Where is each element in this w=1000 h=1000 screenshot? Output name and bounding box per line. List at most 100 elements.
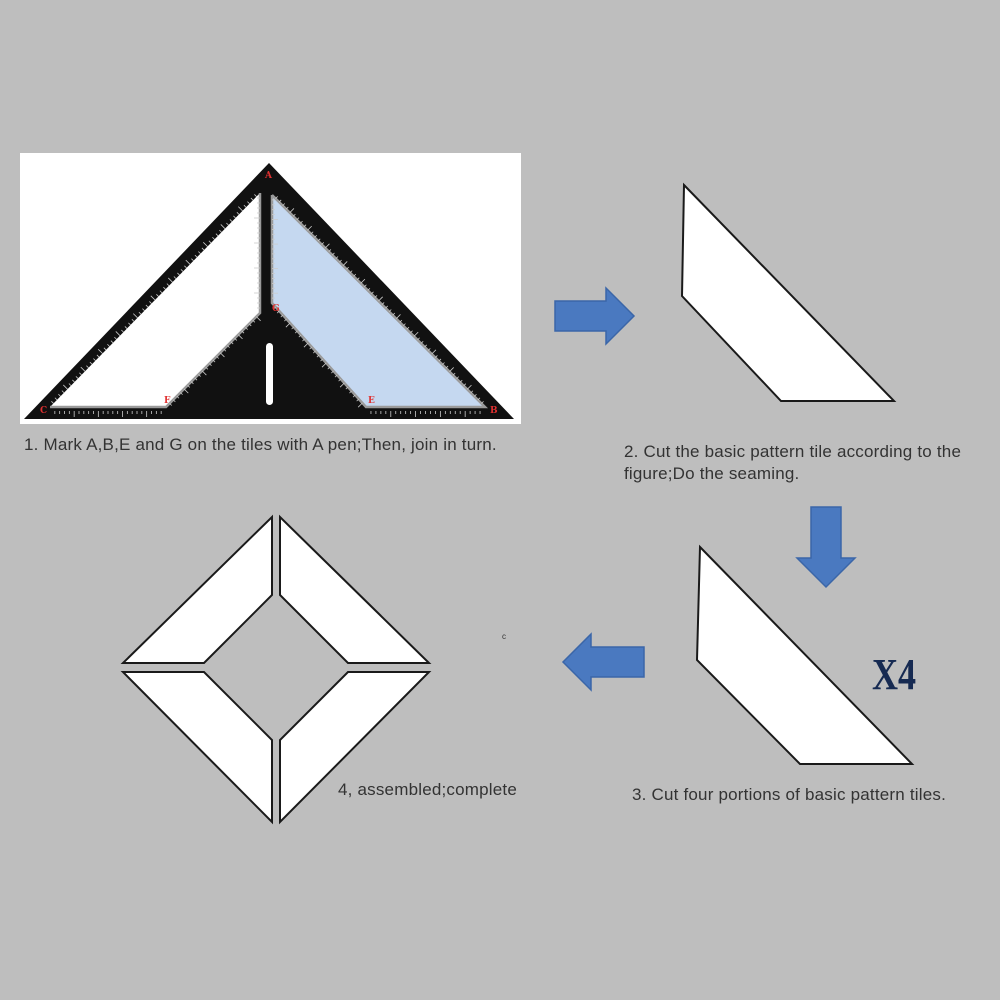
- step3-pattern-tile: [695, 544, 915, 765]
- ruler-tick: [227, 345, 230, 348]
- ruler-tick: [194, 377, 198, 381]
- ruler-tick: [459, 379, 463, 383]
- ruler-tick: [58, 393, 61, 397]
- ruler-tick: [209, 363, 212, 366]
- ruler-tick: [474, 394, 477, 397]
- ruler-tick: [184, 265, 187, 269]
- ruler-tick: [241, 330, 245, 334]
- ruler-tick: [289, 208, 295, 213]
- ruler-tick: [96, 354, 100, 358]
- ruler-tick: [356, 277, 360, 281]
- ruler-tick: [317, 238, 321, 242]
- ruler-tick: [252, 319, 256, 323]
- ruler-tick: [463, 383, 467, 387]
- ruler-tick: [314, 235, 317, 238]
- ruler-tick: [205, 366, 209, 370]
- ruler-tick: [276, 310, 280, 314]
- ruler-tick: [219, 229, 222, 233]
- ruler-tick: [191, 381, 194, 385]
- ruler-tick: [345, 386, 349, 390]
- ruler-tick: [352, 394, 356, 398]
- ruler-tick: [183, 388, 189, 394]
- ruler-tick: [431, 349, 437, 355]
- ruler-tick: [180, 269, 184, 272]
- ruler-tick: [275, 196, 278, 199]
- ruler-tick: [293, 213, 296, 217]
- ruler-tick: [302, 338, 305, 342]
- ruler-tick: [477, 397, 481, 401]
- ruler-tick: [219, 352, 225, 358]
- ruler-tick: [80, 366, 86, 372]
- ruler-tick: [481, 401, 484, 404]
- ruler-tick: [307, 225, 312, 231]
- ruler-tick: [420, 341, 424, 344]
- ruler-tick: [278, 199, 282, 203]
- ruler-tick: [445, 365, 449, 369]
- ruler-tick: [230, 341, 234, 345]
- ruler-tick: [374, 295, 378, 298]
- ruler-tick: [331, 370, 334, 374]
- ruler-tick: [406, 326, 410, 330]
- ruler-tick: [238, 206, 243, 212]
- ruler-tick: [89, 361, 93, 365]
- ruler-tick: [338, 378, 341, 382]
- ruler-tick: [191, 258, 194, 262]
- ruler-tick: [349, 270, 353, 274]
- ruler-tick: [212, 236, 215, 240]
- ruler-tick: [172, 399, 176, 403]
- arrow-left-icon: [561, 632, 645, 692]
- step1-ruler-illustration: A B C E F G: [20, 153, 521, 424]
- ruler-tick: [133, 313, 138, 319]
- ruler-tick: [353, 273, 357, 277]
- point-label-a: A: [264, 171, 273, 181]
- ruler-tick: [226, 222, 229, 226]
- ruler-tick: [284, 318, 287, 322]
- multiplier-label: X4: [872, 650, 917, 699]
- ruler-tick: [280, 314, 284, 318]
- ruler-tick: [121, 329, 124, 333]
- ruler-tick: [187, 385, 191, 388]
- ruler-tick: [215, 233, 219, 237]
- ruler-tick: [291, 326, 294, 330]
- ruler-tick: [456, 376, 459, 380]
- ruler-tick: [321, 362, 327, 368]
- arrow-right-icon: [554, 286, 636, 346]
- ruler-tick: [115, 331, 121, 336]
- ruler-tick: [294, 330, 298, 334]
- ruler-tick: [98, 349, 103, 354]
- ruler-tick: [403, 323, 406, 327]
- ruler-tick: [79, 372, 82, 376]
- ruler-tick: [75, 376, 79, 379]
- ruler-tick: [216, 356, 219, 359]
- ruler-tick: [169, 403, 172, 406]
- ruler-tick: [381, 302, 385, 305]
- ruler-tick: [392, 312, 396, 316]
- ruler-tick: [388, 309, 392, 312]
- ruler-tick: [282, 203, 286, 206]
- ruler-tick: [316, 354, 320, 358]
- ruler-tick: [313, 350, 316, 354]
- ruler-tick: [128, 322, 131, 326]
- ruler-tick: [378, 296, 383, 302]
- ruler-tick: [198, 374, 201, 377]
- ruler-tick: [356, 398, 360, 402]
- ruler-tick: [417, 337, 420, 341]
- ruler-tick: [248, 323, 252, 327]
- ruler-tick: [452, 372, 456, 376]
- ruler-tick: [63, 384, 68, 390]
- ruler-tick: [309, 346, 313, 350]
- ruler-tick: [324, 243, 330, 249]
- step2-caption: 2. Cut the basic pattern tile according …: [624, 442, 962, 483]
- ruler-tick: [321, 242, 325, 245]
- ruler-tick: [285, 322, 291, 328]
- step3-caption: 3. Cut four portions of basic pattern ti…: [632, 785, 947, 804]
- ruler-tick: [194, 254, 198, 258]
- stray-mark: c: [502, 632, 506, 641]
- ruler-tick: [371, 291, 374, 295]
- ruler-tick: [68, 383, 72, 386]
- ruler-tick: [339, 259, 342, 263]
- ruler-tick: [173, 276, 177, 279]
- ruler-tick: [349, 390, 352, 394]
- ruler-tick: [93, 358, 96, 361]
- ruler-tick: [296, 217, 300, 221]
